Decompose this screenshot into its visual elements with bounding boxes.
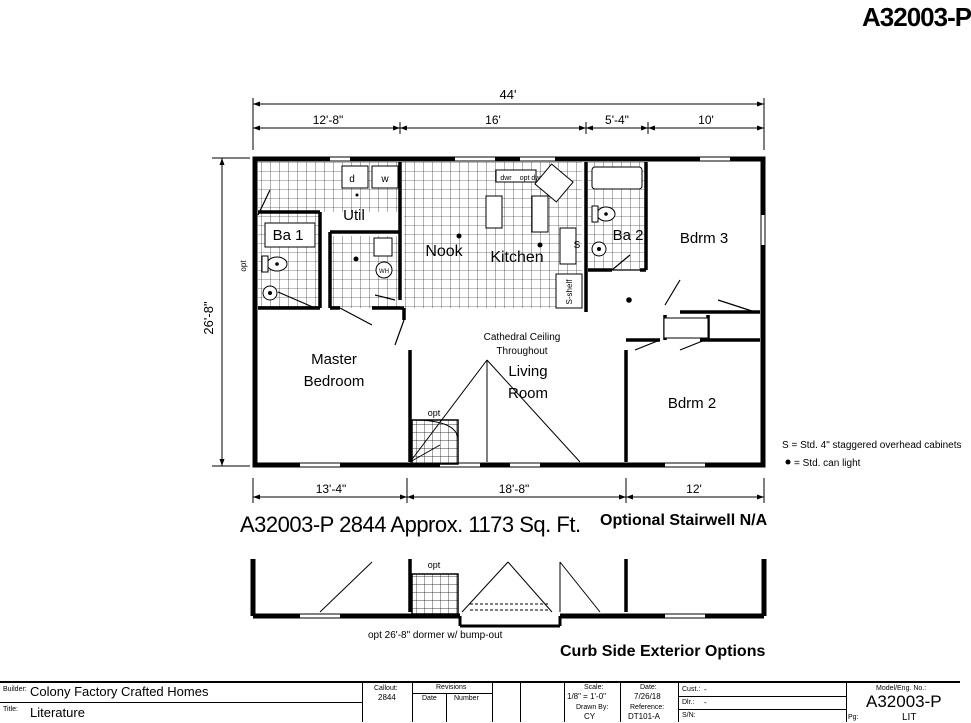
date-cell: Date: 7/26/18 Reference: DT101-A [620,683,679,722]
opt-side-label: opt [239,260,248,272]
plan-title: A32003-P 2844 Approx. 1173 Sq. Ft. [240,512,581,537]
dlr-value: - [704,698,707,707]
dim-bottom-2: 18'-8" [499,482,530,496]
builder-label: Builder: [3,686,27,693]
callout-value: 2844 [378,693,396,702]
revisions-cell: Revisions Date Number [412,683,493,722]
room-label-bedroom3: Bdrm 3 [680,230,728,247]
callout-cell: Callout: 2844 [362,683,413,722]
washer-label: w [380,174,389,185]
dryer-label: d [349,174,355,185]
wh-label: WH [379,269,389,275]
opt-dw-label: opt dw [520,175,542,182]
optional-stair [411,419,459,465]
sheet-id: A32003-P [862,2,971,32]
reference-value: DT101-A [628,712,661,721]
scale-value: 1/8" = 1'-0" [567,692,607,701]
door-swings [257,189,756,351]
model-cell: Model/Eng. No.: A32003-P Pg: LIT [846,683,960,723]
reference-label: Reference: [630,704,665,711]
room-label-kitchen: Kitchen [490,249,543,266]
callout-label: Callout: [374,685,398,692]
pg-value: LIT [902,712,917,723]
title-label: Title: [3,706,18,713]
room-label-bath2: Ba 2 [613,227,644,244]
s-cabinet-label: S [574,240,581,251]
title-block: Builder: Colony Factory Crafted Homes Ti… [0,681,960,723]
opt-stair-label: opt [428,408,441,418]
date-label: Date: [640,684,657,691]
cathedral-note-2: Throughout [496,346,547,357]
sn-label: S/N: [682,712,696,719]
optional-stairwell-note: Optional Stairwell N/A [600,512,768,529]
dim-top-2: 16' [485,113,501,127]
drawn-by-value: CY [584,712,596,721]
date-value: 7/26/18 [634,692,661,701]
room-label-bedroom2: Bdrm 2 [668,395,716,412]
dormer-note: opt 26'-8" dormer w/ bump-out [368,630,503,641]
room-label-nook: Nook [425,243,463,260]
cust-label: Cust.: [682,686,701,693]
fixtures [261,163,709,339]
dimension-lines [212,98,765,503]
legend-light: = Std. can light [794,458,861,469]
builder-name: Colony Factory Crafted Homes [30,684,209,699]
cust-value: - [704,685,707,694]
curb-side-plan [250,559,767,628]
revisions-date-col: Date [422,695,437,702]
dim-top-3: 5'-4" [605,113,629,127]
pg-label: Pg: [848,714,859,721]
dim-bottom-1: 13'-4" [316,482,347,496]
room-label-living-2: Room [508,385,548,402]
opt-lower-label: opt [428,560,441,570]
drawn-by-label: Drawn By: [576,704,609,711]
dim-left: 26'-8" [201,301,216,335]
cathedral-ceiling-lines [409,359,581,463]
room-label-living-1: Living [508,363,547,380]
legend-s: S = Std. 4" staggered overhead cabinets [782,440,962,451]
model-value: A32003-P [866,692,942,711]
scale-label: Scale: [584,684,604,691]
revisions-number-col: Number [454,695,479,702]
dim-top-1: 12'-8" [313,113,344,127]
dim-top-4: 10' [698,113,714,127]
dim-overall: 44' [500,87,517,102]
tile-floors [258,162,646,464]
room-label-master-2: Bedroom [304,373,365,390]
dim-bottom-3: 12' [686,482,702,496]
builder-cell: Builder: Colony Factory Crafted Homes Ti… [0,683,363,722]
room-label-bath1: Ba 1 [273,227,304,244]
dlr-label: Dlr.: [682,699,695,706]
can-light-dots [353,233,791,465]
room-label-master-1: Master [311,351,357,368]
curb-side-heading: Curb Side Exterior Options [560,643,766,660]
model-label: Model/Eng. No.: [876,685,927,692]
room-label-util: Util [343,207,365,224]
revisions-label: Revisions [436,684,467,691]
customer-cell: Cust.: - Dlr.: - S/N: [678,683,847,722]
interior-walls [258,162,760,462]
s-shelf-label: S-shelf [565,279,574,305]
dw-label: dwr [500,175,512,182]
scale-cell: Scale: 1/8" = 1'-0" Drawn By: CY [564,683,621,722]
title-value: Literature [30,705,85,720]
exterior-walls [252,156,766,468]
cathedral-note-1: Cathedral Ceiling [484,332,561,343]
dimension-arrows [219,101,764,500]
